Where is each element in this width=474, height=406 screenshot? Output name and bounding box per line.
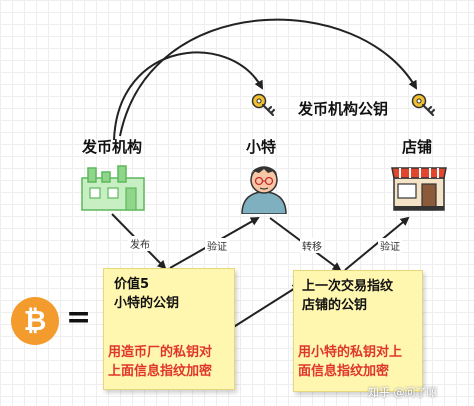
note-left-line2: 小特的公钥 <box>114 296 180 311</box>
note-right-line1: 上一次交易指纹 <box>302 279 394 294</box>
factory-icon <box>81 165 145 211</box>
arrow-issuer-to-xiaote <box>113 51 263 141</box>
edge-label-verify2: 验证 <box>378 238 402 253</box>
note-right-red1: 用小特的私钥对上 <box>298 345 403 360</box>
store-label: 店铺 <box>402 138 433 156</box>
note-left-red1: 用造币厂的私钥对 <box>108 345 213 360</box>
note-left-red2: 上面信息指纹加密 <box>108 364 213 379</box>
note-left: 价值5 小特的公钥 用造币厂的私钥对 上面信息指纹加密 <box>103 268 235 390</box>
svg-text:₿: ₿ <box>24 304 47 337</box>
person-icon <box>241 166 287 214</box>
arrow-issuer-to-store <box>119 18 417 137</box>
arrow-note-link <box>231 283 302 329</box>
edge-label-issue: 发布 <box>128 236 152 251</box>
key-icon <box>251 93 276 117</box>
shop-icon <box>391 167 447 211</box>
xiaote-label: 小特 <box>246 138 277 156</box>
key-icon <box>411 93 436 117</box>
edge-label-verify1: 验证 <box>205 238 229 253</box>
issuer-public-key-label: 发币机构公钥 <box>298 100 389 118</box>
note-right: 上一次交易指纹 店铺的公钥 用小特的私钥对上 面信息指纹加密 <box>293 270 423 392</box>
edge-label-transfer: 转移 <box>300 238 324 253</box>
note-right-red2: 面信息指纹加密 <box>298 364 390 379</box>
note-right-line2: 店铺的公钥 <box>302 298 368 313</box>
equals-sign: = <box>66 300 92 335</box>
issuer-label: 发币机构 <box>82 138 143 156</box>
arrow-verify2 <box>344 216 410 271</box>
note-left-line1: 价值5 <box>114 277 150 292</box>
bitcoin-icon: ₿ <box>11 297 59 345</box>
watermark: 知乎 @问了嘛 <box>368 386 438 399</box>
